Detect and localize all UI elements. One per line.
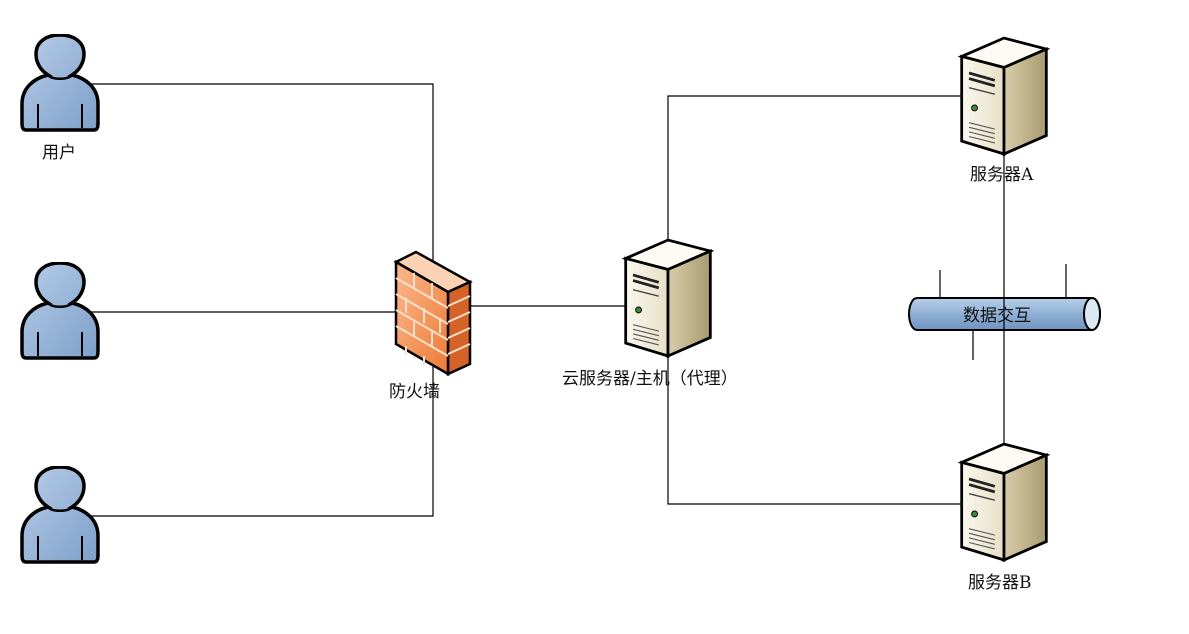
user-1: 用户 (20, 34, 100, 163)
data-exchange-bus: 数据交互 (908, 297, 1101, 331)
server-b: 服务器B (960, 442, 1048, 593)
server-icon (960, 442, 1048, 562)
user-icon (20, 34, 100, 132)
data-exchange-label: 数据交互 (963, 306, 1031, 326)
user-icon (20, 466, 100, 564)
firewall-icon (393, 250, 473, 377)
server-icon (960, 36, 1048, 156)
server-b-label: 服务器B (968, 573, 1032, 593)
user-3 (20, 466, 100, 564)
server-icon (624, 238, 712, 358)
user-2 (20, 262, 100, 360)
cloud-server: 云服务器/主机（代理） (562, 238, 738, 389)
firewall: 防火墙 (389, 250, 473, 402)
firewall-label: 防火墙 (389, 382, 440, 402)
server-a-label: 服务器A (970, 165, 1034, 185)
user-label: 用户 (42, 143, 76, 163)
server-a: 服务器A (960, 36, 1048, 185)
user-icon (20, 262, 100, 360)
cloud-server-label: 云服务器/主机（代理） (562, 369, 738, 389)
